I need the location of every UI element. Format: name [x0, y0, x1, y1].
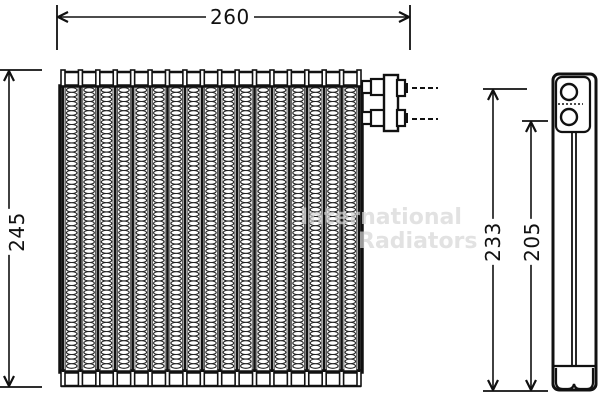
fin-column	[292, 87, 304, 369]
fin-column	[222, 87, 235, 369]
watermark-line-2: Radiators	[358, 229, 478, 254]
fin-column	[135, 87, 148, 369]
fin-column	[205, 87, 217, 369]
fin-column	[118, 87, 130, 369]
fin-column	[100, 87, 113, 369]
evaporator-side-view	[551, 72, 598, 392]
evaporator-core-front-view	[58, 69, 364, 388]
height-dimension-label-233: 233	[481, 219, 505, 265]
fin-column	[344, 87, 357, 369]
fin-column	[187, 87, 200, 369]
watermark-line-1: International	[300, 205, 462, 230]
fin-column	[309, 87, 322, 369]
watermark: International Radiators	[300, 206, 478, 254]
fin-column	[274, 87, 287, 369]
fin-column	[153, 87, 165, 369]
fin-column	[83, 87, 95, 369]
width-dimension-label: 260	[206, 7, 254, 27]
fin-column	[257, 87, 269, 369]
fin-column	[170, 87, 182, 369]
height-dimension-label-245: 245	[5, 209, 29, 255]
fin-column	[327, 87, 339, 369]
pipe-connections	[360, 73, 438, 133]
fin-column	[240, 87, 252, 369]
height-dimension-label-205: 205	[520, 219, 544, 265]
fin-column	[65, 87, 78, 369]
